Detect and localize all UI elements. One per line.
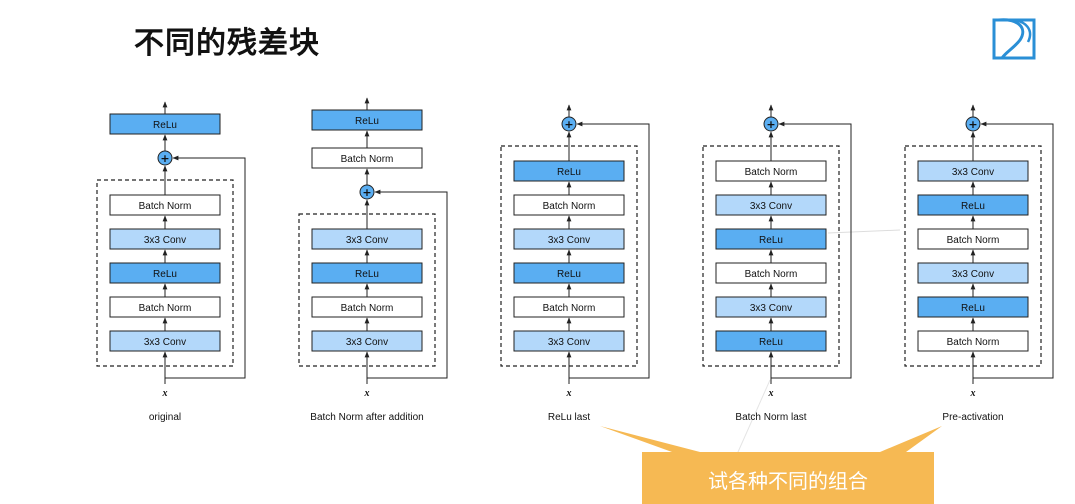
layer-label: 3x3 Conv [346, 235, 388, 246]
callout-body [642, 452, 934, 504]
skip-connection [972, 124, 1054, 380]
layer-label: Batch Norm [341, 303, 394, 314]
layer-label: ReLu [153, 120, 177, 131]
layer-label: 3x3 Conv [144, 235, 186, 246]
layer-label: Batch Norm [745, 167, 798, 178]
layer-label: 3x3 Conv [750, 303, 792, 314]
layer-label: 3x3 Conv [548, 337, 590, 348]
layer-label: 3x3 Conv [750, 201, 792, 212]
layer-label: ReLu [355, 269, 379, 280]
input-x-label: x [970, 388, 976, 399]
layer-label: ReLu [355, 116, 379, 127]
input-x-label: x [768, 388, 774, 399]
layer-label: ReLu [557, 269, 581, 280]
layer-label: 3x3 Conv [144, 337, 186, 348]
skip-connection [568, 124, 650, 380]
layer-label: ReLu [759, 337, 783, 348]
add-symbol: + [968, 118, 977, 131]
layer-label: Batch Norm [947, 337, 1000, 348]
layer-label: Batch Norm [139, 303, 192, 314]
skip-connection [164, 158, 246, 380]
input-x-label: x [162, 388, 168, 399]
layer-label: ReLu [759, 235, 783, 246]
variant-caption: original [149, 412, 181, 423]
variant-caption: Batch Norm after addition [310, 412, 423, 423]
layer-label: ReLu [961, 303, 985, 314]
add-symbol: + [766, 118, 775, 131]
skip-connection [770, 124, 852, 380]
layer-label: Batch Norm [947, 235, 1000, 246]
layer-label: Batch Norm [543, 201, 596, 212]
layer-label: 3x3 Conv [952, 269, 994, 280]
layer-label: Batch Norm [543, 303, 596, 314]
variant-caption: Batch Norm last [735, 412, 806, 423]
layer-label: ReLu [961, 201, 985, 212]
layer-label: 3x3 Conv [346, 337, 388, 348]
callout-text: 试各种不同的组合 [708, 469, 868, 493]
layer-label: ReLu [557, 167, 581, 178]
add-symbol: + [160, 152, 169, 165]
layer-label: ReLu [153, 269, 177, 280]
variant-caption: ReLu last [548, 412, 590, 423]
add-symbol: + [362, 186, 371, 199]
layer-label: 3x3 Conv [548, 235, 590, 246]
add-symbol: + [564, 118, 573, 131]
input-x-label: x [364, 388, 370, 399]
layer-label: 3x3 Conv [952, 167, 994, 178]
variant-caption: Pre-activation [942, 412, 1003, 423]
skip-connection [366, 192, 448, 380]
residual-branch-outline [298, 213, 436, 367]
page-title: 不同的残差块 [134, 26, 320, 61]
faint-guide-line [827, 229, 901, 234]
layer-label: Batch Norm [139, 201, 192, 212]
layer-label: Batch Norm [745, 269, 798, 280]
d2l-logo-icon [992, 18, 1036, 60]
input-x-label: x [566, 388, 572, 399]
layer-label: Batch Norm [341, 154, 394, 165]
